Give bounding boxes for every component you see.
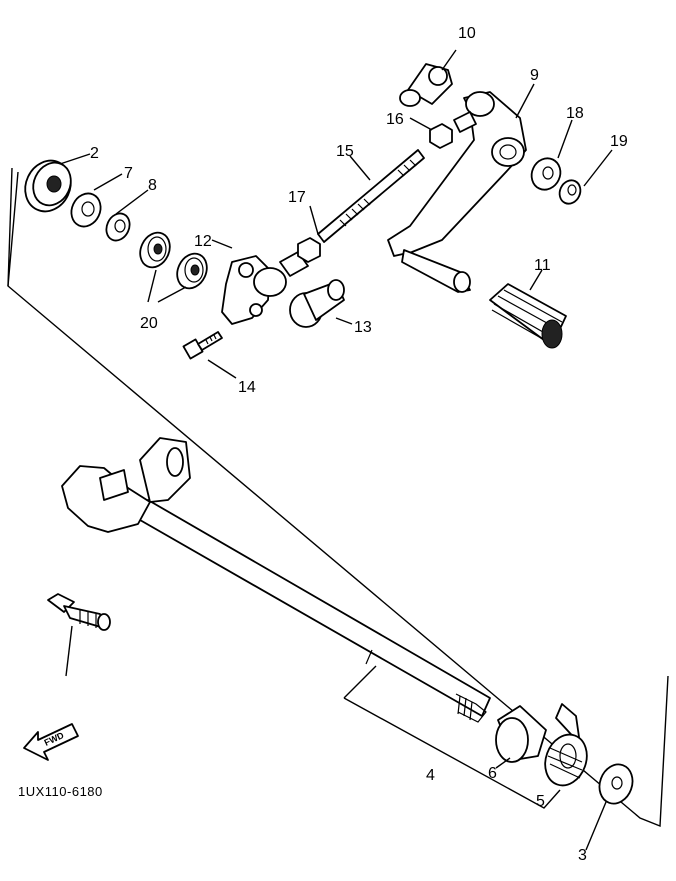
part-2-oil-seal — [24, 159, 72, 213]
part-20-leader — [147, 269, 187, 303]
part-5-return-spring — [544, 703, 588, 787]
part-19-circlip — [558, 179, 582, 205]
part-3-washer — [598, 763, 634, 805]
callout-labels: 2 7 8 20 12 14 13 17 15 16 10 9 18 19 11… — [90, 25, 628, 864]
callout-5: 5 — [536, 793, 545, 810]
part-16-nut — [429, 123, 453, 149]
callout-2: 2 — [90, 145, 99, 162]
callout-18: 18 — [566, 105, 584, 122]
part-17-nut — [297, 237, 321, 263]
part-4-shift-shaft — [61, 437, 491, 723]
part-7-washer — [70, 192, 102, 228]
callout-3: 3 — [578, 847, 587, 864]
leader-lines — [59, 49, 613, 851]
callout-13: 13 — [354, 319, 372, 336]
callout-14: 14 — [238, 379, 256, 396]
callout-7: 7 — [124, 165, 133, 182]
part-20-bearing-a — [139, 231, 171, 269]
part-14-bolt — [182, 331, 223, 360]
callout-8: 8 — [148, 177, 157, 194]
part-10-rod-end — [399, 63, 453, 107]
callout-16: 16 — [386, 111, 404, 128]
callout-12: 12 — [194, 233, 212, 250]
part-6-collar — [495, 705, 547, 763]
part-18-washer — [530, 157, 562, 191]
callout-4: 4 — [426, 767, 435, 784]
part-1-stopper-bolt — [47, 593, 111, 631]
callout-20: 20 — [140, 315, 158, 332]
callout-10: 10 — [458, 25, 476, 42]
callout-17: 17 — [288, 189, 306, 206]
callout-9: 9 — [530, 67, 539, 84]
forward-arrow: FWD — [23, 723, 79, 761]
callout-6: 6 — [488, 765, 497, 782]
part-15-threaded-rod — [317, 149, 425, 243]
drawing-code: 1UX110-6180 — [18, 784, 103, 799]
part-9-shift-pedal — [387, 91, 527, 293]
part-8-circlip — [105, 212, 131, 242]
part-20-bearing-b — [176, 252, 208, 290]
callout-11: 11 — [534, 257, 551, 274]
callout-15: 15 — [336, 143, 354, 160]
part-11-pedal-rubber — [489, 283, 567, 349]
callout-19: 19 — [610, 133, 628, 150]
part-13-rod-end — [289, 279, 345, 328]
assembly-frame — [7, 167, 669, 828]
